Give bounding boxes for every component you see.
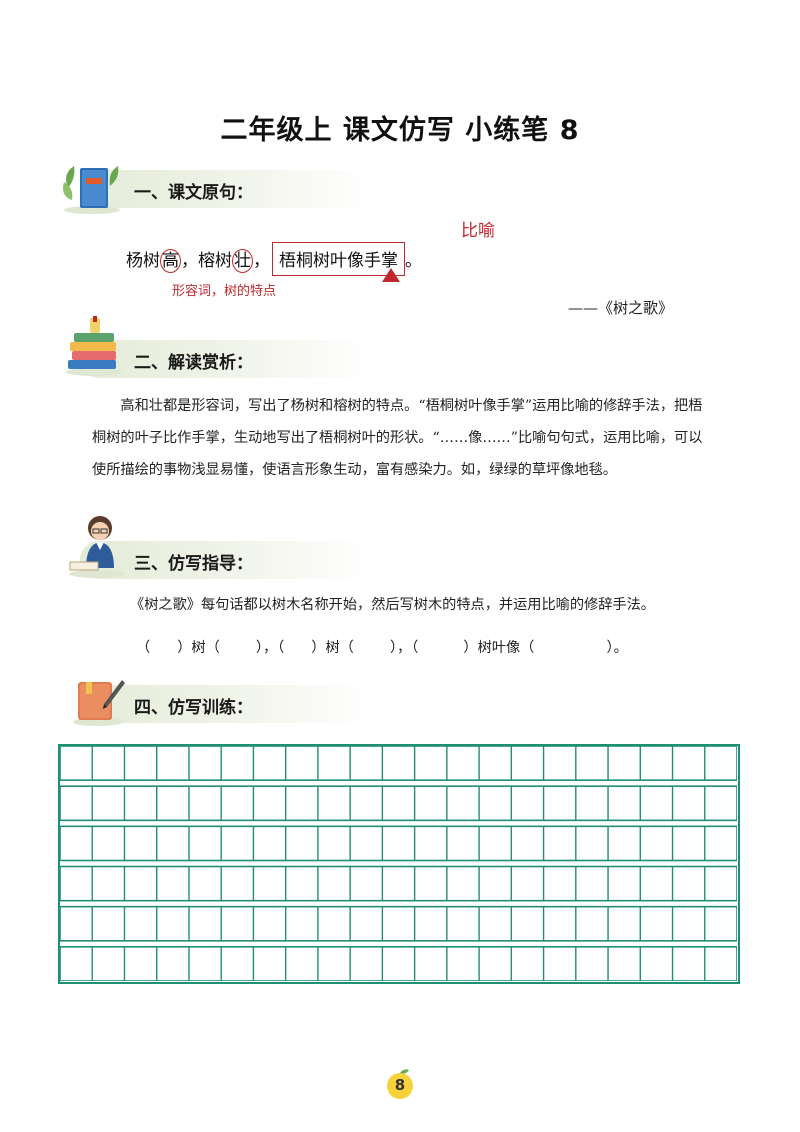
grid-row (60, 785, 737, 822)
analysis-paragraph: 高和壮都是形容词，写出了杨树和榕树的特点。“梧桐树叶像手掌”运用比喻的修辞手法，… (92, 398, 703, 478)
page-number-badge-icon (387, 1069, 413, 1099)
section-title-4: 四、仿写训练： (134, 698, 253, 718)
book-plant-icon (63, 166, 120, 214)
annotation-adjective: 形容词，树的特点 (172, 284, 277, 299)
section-band-1 (80, 170, 370, 208)
book-stack-icon (66, 316, 122, 376)
fill-template: （ ）树（ ），（ ）树（ ），（ ）树叶像（ ）。 (136, 640, 628, 656)
circled-char-gao: 高 (160, 249, 181, 273)
section-title-3: 三、仿写指导： (134, 554, 253, 574)
quote-text-2: ，榕树 (181, 251, 232, 271)
section-title-2: 二、解读赏析： (134, 353, 253, 373)
boxed-metaphor-phrase: 梧桐树叶像手掌 (272, 242, 405, 276)
quote-source: ——《树之歌》 (568, 299, 674, 317)
grid-row (60, 905, 737, 942)
circled-char-zhuang: 壮 (232, 249, 253, 273)
section-band-2 (80, 340, 370, 378)
grid-row (60, 865, 737, 902)
page-number: 8 (394, 1076, 406, 1094)
quote-end: 。 (405, 251, 422, 271)
original-sentence: 杨树高，榕树壮，梧桐树叶像手掌。 (126, 242, 422, 276)
notebook-pen-icon (73, 680, 125, 726)
guide-text: 《树之歌》每句话都以树木名称开始，然后写树木的特点，并运用比喻的修辞手法。 (130, 597, 655, 613)
pointer-triangle-icon (382, 268, 400, 282)
writing-grid-lines (60, 746, 737, 981)
grid-row (60, 825, 737, 862)
grid-row (60, 946, 737, 981)
annotation-metaphor: 比喻 (461, 221, 495, 241)
quote-text-3: ， (253, 251, 270, 271)
writing-grid[interactable] (58, 744, 740, 984)
section-title-1: 一、课文原句： (134, 183, 253, 203)
section-band-4 (80, 685, 370, 723)
section-band-3 (80, 541, 370, 579)
grid-row (60, 746, 737, 781)
quote-text-1: 杨树 (126, 251, 160, 271)
page-title: 二年级上 课文仿写 小练笔 8 (220, 115, 580, 146)
teacher-icon (69, 516, 125, 578)
